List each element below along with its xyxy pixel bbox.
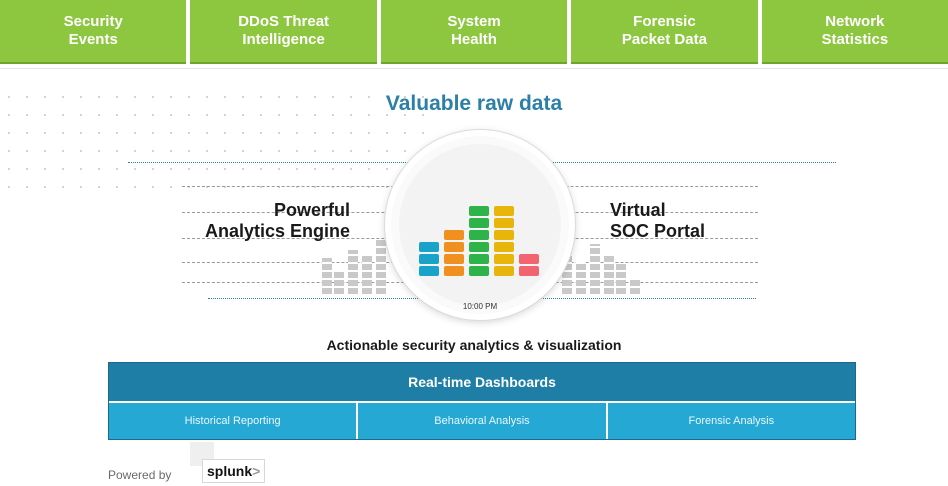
- tab-system-health[interactable]: System Health: [380, 0, 568, 64]
- gauge-cell: [494, 266, 514, 276]
- grey-bar: [322, 258, 332, 294]
- gauge-cell: [444, 230, 464, 240]
- headline: Valuable raw data: [385, 92, 563, 115]
- gauge-cell: [519, 266, 539, 276]
- analytics-engine-label: Powerful Analytics Engine: [204, 200, 350, 241]
- dot-grid-background: [0, 88, 440, 198]
- forensic-analysis[interactable]: Forensic Analysis: [607, 403, 855, 439]
- gauge-cell: [419, 254, 439, 264]
- top-navigation: Security Events DDoS Threat Intelligence…: [0, 0, 948, 64]
- grey-bar: [348, 250, 358, 294]
- gauge-cell: [469, 242, 489, 252]
- grey-bar: [576, 262, 586, 294]
- tab-security-events[interactable]: Security Events: [0, 0, 187, 64]
- historical-reporting[interactable]: Historical Reporting: [109, 403, 357, 439]
- grey-bar: [590, 244, 600, 294]
- dashboard-features: Historical Reporting Behavioral Analysis…: [109, 403, 855, 439]
- gauge-cell: [494, 230, 514, 240]
- gauge-cell: [469, 254, 489, 264]
- splunk-logo: splunk>: [202, 459, 266, 483]
- gauge-cell: [494, 242, 514, 252]
- gauge-cell: [469, 218, 489, 228]
- nav-divider: [0, 68, 948, 69]
- gauge-cell: [494, 206, 514, 216]
- soc-portal-label: Virtual SOC Portal: [610, 200, 706, 241]
- grey-bar: [616, 264, 626, 294]
- gauge-time: 10:00 PM: [462, 302, 498, 311]
- gauge-cell: [444, 266, 464, 276]
- gauge-cell: [519, 254, 539, 264]
- grey-bar: [362, 256, 372, 294]
- tab-ddos-threat-intelligence[interactable]: DDoS Threat Intelligence: [190, 0, 377, 64]
- grey-bar: [604, 256, 614, 294]
- dashboard-panel: Real-time Dashboards Historical Reportin…: [108, 362, 856, 440]
- grey-bar: [562, 250, 572, 294]
- tab-forensic-packet-data[interactable]: Forensic Packet Data: [571, 0, 758, 64]
- splunk-logo-chevron: >: [252, 463, 261, 479]
- grey-bar: [376, 240, 386, 294]
- gauge-cell: [444, 254, 464, 264]
- gauge-cell: [444, 242, 464, 252]
- real-time-dashboards[interactable]: Real-time Dashboards: [109, 363, 855, 401]
- grey-bar: [630, 278, 640, 294]
- gauge-cell: [494, 254, 514, 264]
- behavioral-analysis[interactable]: Behavioral Analysis: [358, 403, 606, 439]
- gauge-circle: 10:00 PM: [385, 130, 575, 320]
- gauge-cell: [469, 266, 489, 276]
- gauge-cell: [419, 242, 439, 252]
- tab-network-statistics[interactable]: Network Statistics: [761, 0, 948, 64]
- subheading: Actionable security analytics & visualiz…: [326, 337, 622, 353]
- gauge-cell: [419, 266, 439, 276]
- gauge-cell: [494, 218, 514, 228]
- splunk-logo-text: splunk: [207, 463, 253, 479]
- gauge-cell: [469, 230, 489, 240]
- grey-bar: [334, 270, 344, 294]
- gauge-cell: [469, 206, 489, 216]
- powered-by-text: Powered by: [108, 468, 172, 482]
